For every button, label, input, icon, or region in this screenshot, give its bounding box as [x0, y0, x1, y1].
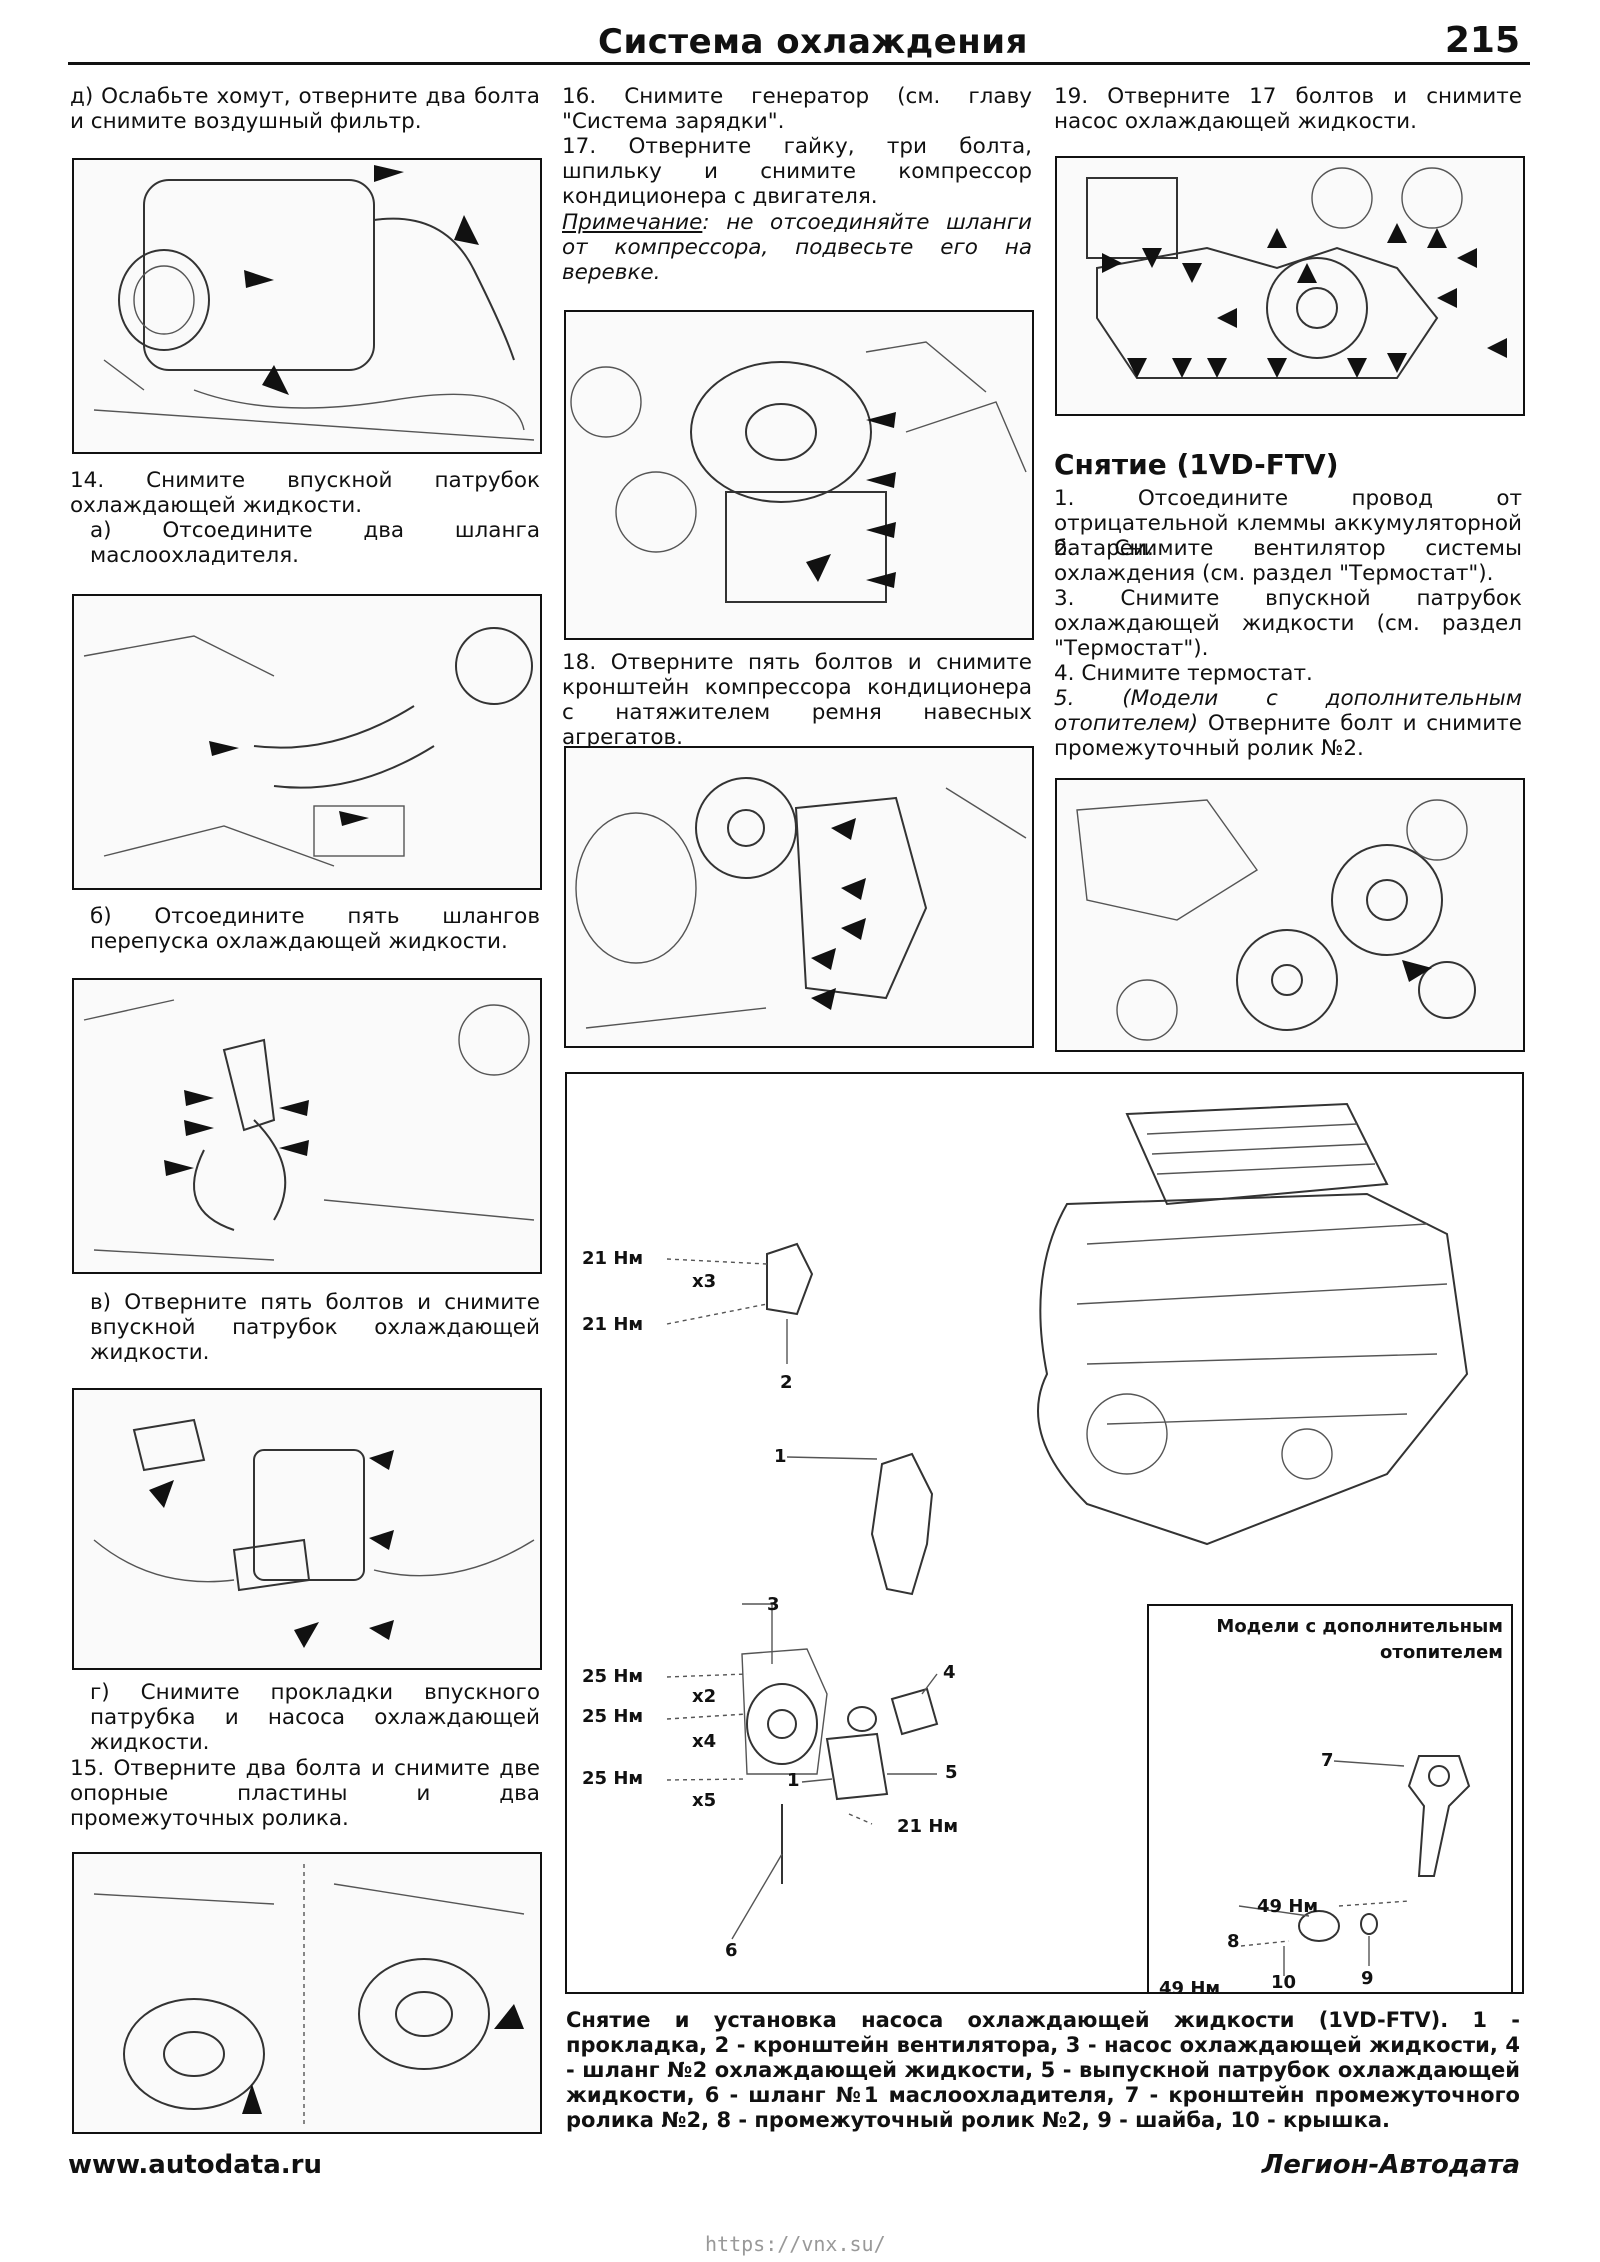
- col1-p2: 14. Снимите впускной патрубок охлаждающе…: [70, 468, 540, 518]
- footer-publisher: Легион-Автодата: [1261, 2150, 1520, 2180]
- label-num-7: 7: [1321, 1750, 1334, 1771]
- col3-s5: 5. (Модели с дополнительным отопителем) …: [1054, 686, 1522, 761]
- col1-p6: г) Снимите прокладки впускного патрубка …: [90, 1680, 540, 1755]
- inset-title-line2: отопителем: [1380, 1642, 1503, 1663]
- col2-p3: 18. Отверните пять болтов и снимите крон…: [562, 650, 1032, 750]
- section-title: Снятие (1VD-FTV): [1054, 448, 1339, 481]
- label-torque-25c: 25 Нм: [582, 1768, 644, 1789]
- label-num-6: 6: [725, 1940, 738, 1961]
- note-text: : не отсоединяйте шланги от компрессора,…: [562, 210, 1032, 285]
- footer-website: www.autodata.ru: [68, 2150, 322, 2180]
- label-torque-25b: 25 Нм: [582, 1706, 644, 1727]
- label-x3: x3: [692, 1271, 717, 1292]
- col1-p1: д) Ослабьте хомут, отверните два болта и…: [70, 84, 540, 134]
- col3-s4: 4. Снимите термостат.: [1054, 661, 1313, 686]
- page-number: 215: [1444, 20, 1520, 61]
- col2-p2: 17. Отверните гайку, три болта, шпильку …: [562, 134, 1032, 209]
- label-torque-49a: 49 Нм: [1257, 1896, 1319, 1917]
- col1-p4: б) Отсоедините пять шлангов перепуска ох…: [90, 904, 540, 954]
- label-num-1b: 1: [787, 1770, 800, 1791]
- col1-p7: 15. Отверните два болта и снимите две оп…: [70, 1756, 540, 1831]
- col2-p1: 16. Снимите генератор (см. главу "Систем…: [562, 84, 1032, 134]
- label-torque-21b: 21 Нм: [582, 1314, 644, 1335]
- figure-water-pump-bolts: [1055, 156, 1525, 416]
- label-num-9: 9: [1361, 1968, 1374, 1989]
- label-num-2: 2: [780, 1372, 793, 1393]
- figure-caption: Снятие и установка насоса охлаждающей жи…: [566, 2008, 1520, 2132]
- label-torque-49b: 49 Нм: [1159, 1978, 1221, 1994]
- label-torque-21c: 21 Нм: [897, 1816, 959, 1837]
- figure-bypass-hoses: [72, 978, 542, 1274]
- label-num-1a: 1: [774, 1446, 787, 1467]
- page-header: Система охлаждения 215: [68, 18, 1530, 65]
- note-label: Примечание: [562, 210, 703, 235]
- label-num-8: 8: [1227, 1931, 1240, 1952]
- col2-note: Примечание: не отсоединяйте шланги от ко…: [562, 210, 1032, 285]
- inset-heater-models: Модели с дополнительным отопителем 7 49 …: [1147, 1604, 1513, 1994]
- figure-air-filter: [72, 158, 542, 454]
- footer-url: https://vnx.su/: [705, 2232, 886, 2256]
- figure-coolant-inlet: [72, 1388, 542, 1670]
- figure-compressor-bracket: [564, 746, 1034, 1048]
- label-torque-25a: 25 Нм: [582, 1666, 644, 1687]
- col1-p5: в) Отверните пять болтов и снимите впуск…: [90, 1290, 540, 1365]
- label-num-10: 10: [1271, 1972, 1297, 1993]
- label-x4: x4: [692, 1731, 717, 1752]
- col3-s1: 1. Отсоедините провод от отрицательной к…: [1054, 486, 1522, 561]
- col3-s3: 3. Снимите впускной патрубок охлаждающей…: [1054, 586, 1522, 661]
- s5-italic: 5. (Модели с дополнительным отопителем): [1054, 686, 1522, 736]
- page-title: Система охлаждения: [598, 22, 1028, 62]
- inset-title: Модели с дополнительным отопителем: [1157, 1614, 1503, 1666]
- col1-p3: а) Отсоедините два шланга маслоохладител…: [90, 518, 540, 568]
- label-num-4: 4: [943, 1662, 956, 1683]
- label-x2: x2: [692, 1686, 717, 1707]
- s5-rest: Отверните болт и снимите промежуточный р…: [1054, 711, 1522, 761]
- label-x5: x5: [692, 1790, 717, 1811]
- label-torque-21a: 21 Нм: [582, 1248, 644, 1269]
- exploded-diagram: 21 Нм x3 21 Нм 2 1 3 25 Нм x2 25 Нм x4 2…: [565, 1072, 1524, 1994]
- figure-idler-pulleys: [72, 1852, 542, 2134]
- figure-ac-compressor: [564, 310, 1034, 640]
- label-num-3: 3: [767, 1594, 780, 1615]
- col3-p1: 19. Отверните 17 болтов и снимите насос …: [1054, 84, 1522, 134]
- figure-idler-pulley-2: [1055, 778, 1525, 1052]
- label-num-5: 5: [945, 1762, 958, 1783]
- col3-s2: 2. Снимите вентилятор системы охлаждения…: [1054, 536, 1522, 586]
- figure-oil-cooler-hoses: [72, 594, 542, 890]
- inset-title-line1: Модели с дополнительным: [1216, 1616, 1503, 1637]
